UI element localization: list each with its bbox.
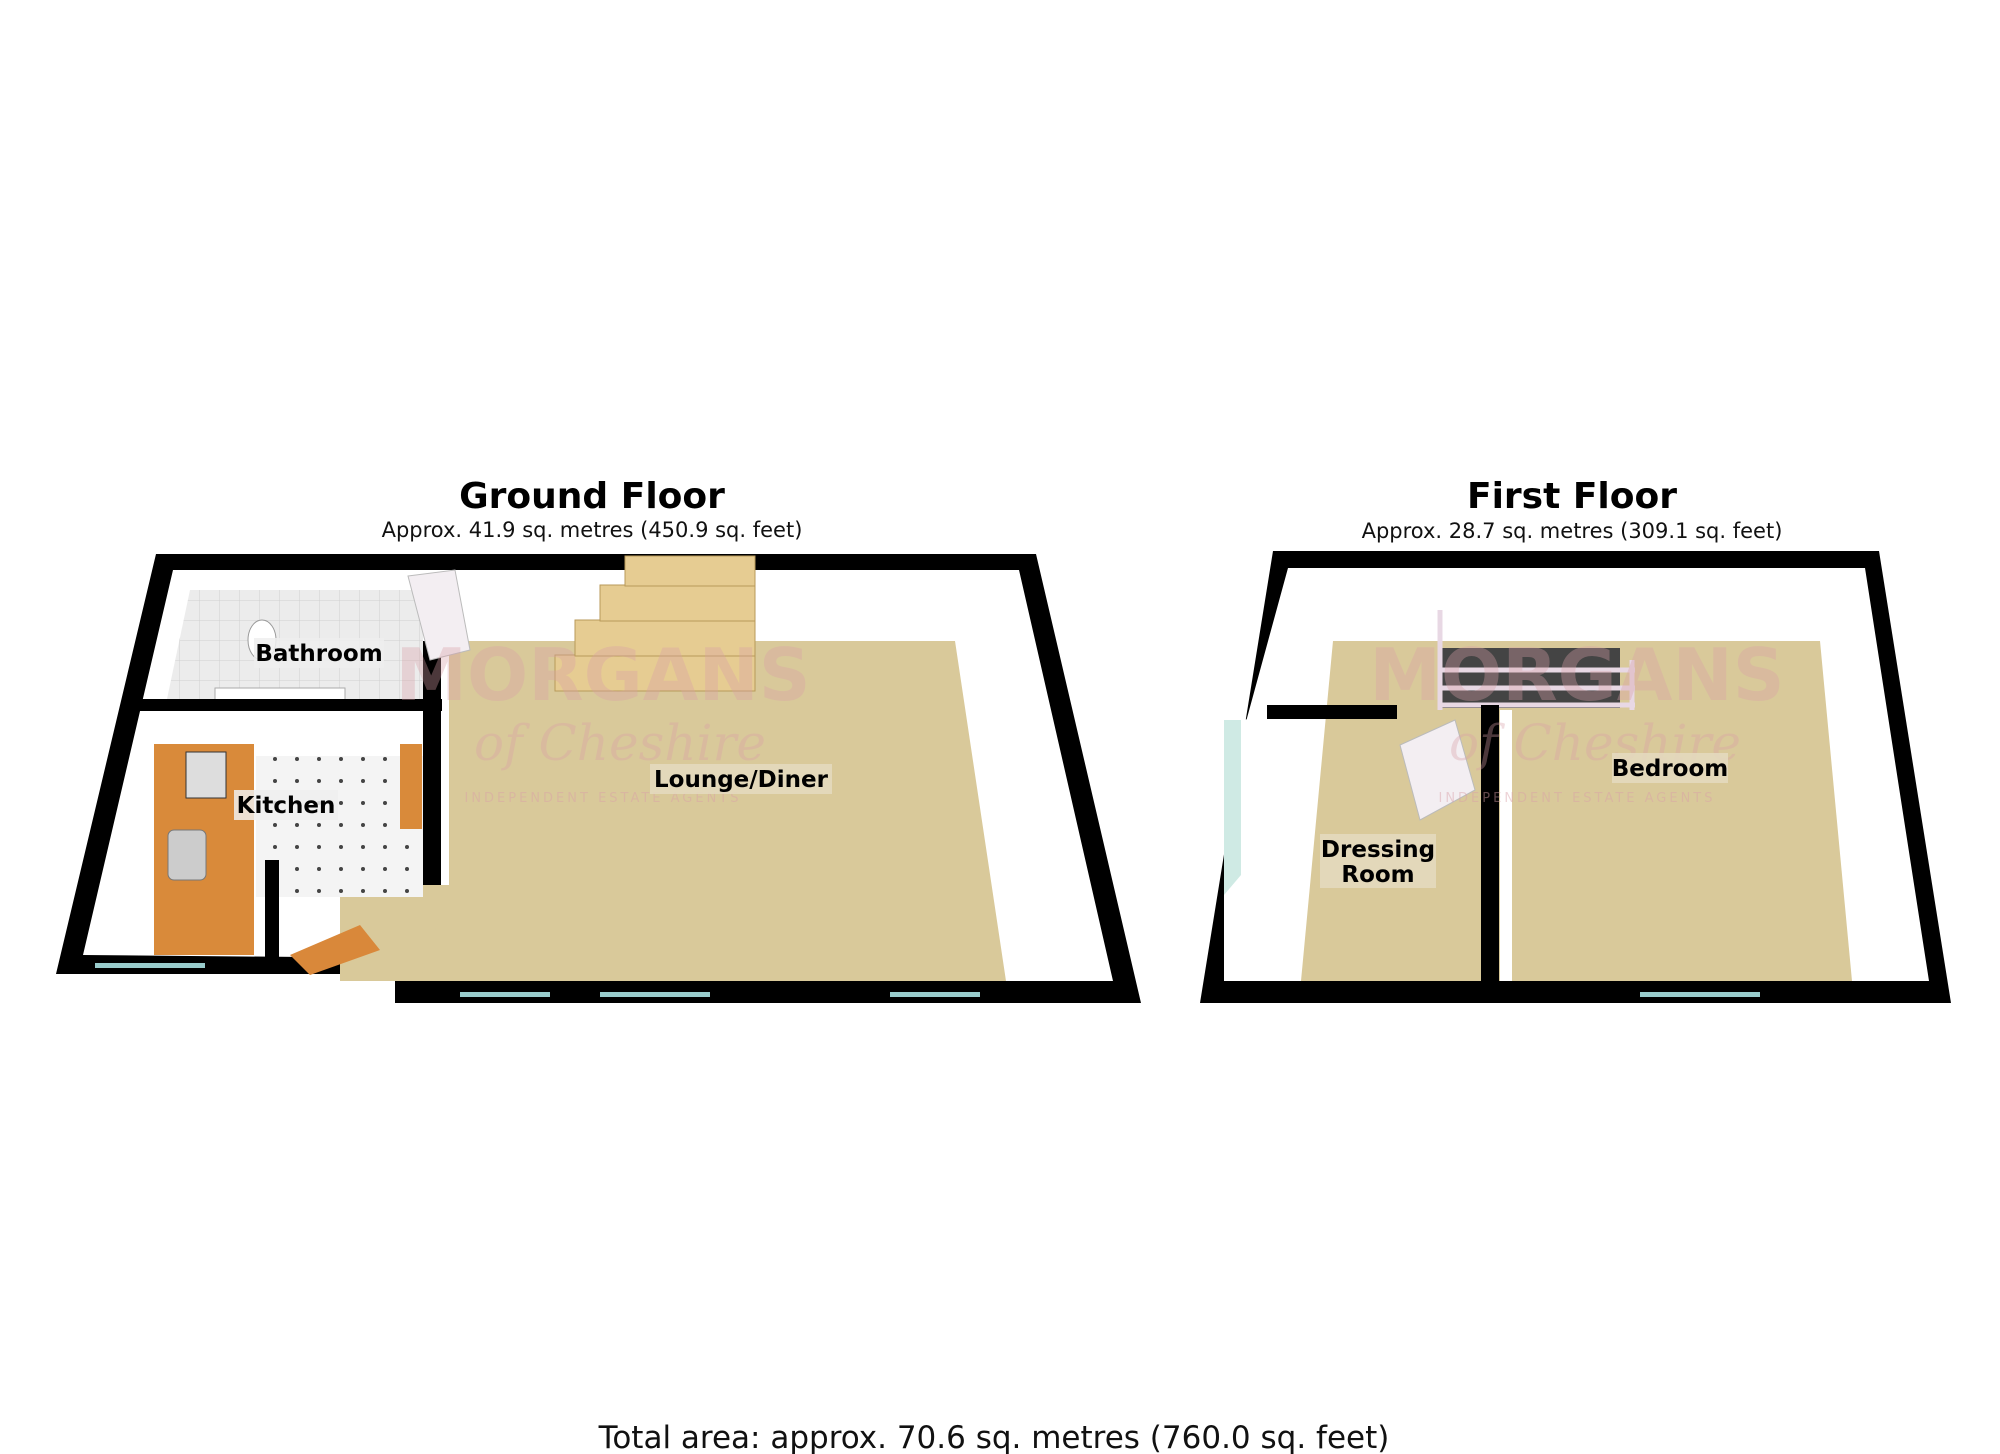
lounge-floor [420,641,1006,981]
svg-text:INDEPENDENT ESTATE AGENTS: INDEPENDENT ESTATE AGENTS [1438,791,1715,806]
room-label-bathroom: Bathroom [255,641,382,667]
dressing-room-top-wall [1267,705,1397,719]
bath-icon [214,687,346,701]
room-label-bedroom: Bedroom [1612,756,1729,782]
kitchen-floor [256,756,423,897]
kitchen-worktop-right [400,744,422,829]
room-label-lounge-diner: Lounge/Diner [654,767,829,793]
first-floor-carpet [1301,641,1852,981]
kitchen-lounge-wall [423,641,441,885]
window [460,992,550,997]
watermark: MORGANS of Cheshire INDEPENDENT ESTATE A… [395,633,1784,806]
dressing-bedroom-wall [1481,705,1499,981]
bathroom-kitchen-wall [122,699,442,711]
first-floor-plan [1200,551,1951,1003]
window [95,963,205,968]
window [1640,992,1760,997]
first-floor-area: Approx. 28.7 sq. metres (309.1 sq. feet) [1362,519,1783,543]
svg-text:of Cheshire: of Cheshire [474,714,766,772]
svg-text:MORGANS: MORGANS [1369,633,1784,717]
total-area: Total area: approx. 70.6 sq. metres (760… [598,1420,1390,1454]
svg-text:MORGANS: MORGANS [395,633,810,717]
room-label-dressing-room-line1: Dressing [1321,837,1435,863]
window [600,992,710,997]
room-label-dressing-room-line2: Room [1341,862,1414,888]
front-door [290,925,380,975]
dressing-room-wall-face [1241,715,1301,981]
window [890,992,980,997]
first-floor-title: First Floor [1467,476,1677,517]
ground-floor-area: Approx. 41.9 sq. metres (450.9 sq. feet) [382,518,803,542]
room-label-kitchen: Kitchen [237,793,336,819]
hall-floor [340,885,449,981]
ground-floor-title: Ground Floor [459,476,725,517]
bathroom-door [407,569,471,661]
staircase [554,555,756,692]
stairwell [1440,648,1620,708]
hob-icon [185,751,227,799]
ground-floor-plan [56,554,1141,1003]
svg-text:INDEPENDENT ESTATE AGENTS: INDEPENDENT ESTATE AGENTS [464,791,741,806]
wall-face [1500,710,1512,981]
sink-icon [167,829,207,881]
hall-wall [265,860,279,960]
banister [1437,610,1635,710]
dressing-room-door [1399,719,1476,821]
